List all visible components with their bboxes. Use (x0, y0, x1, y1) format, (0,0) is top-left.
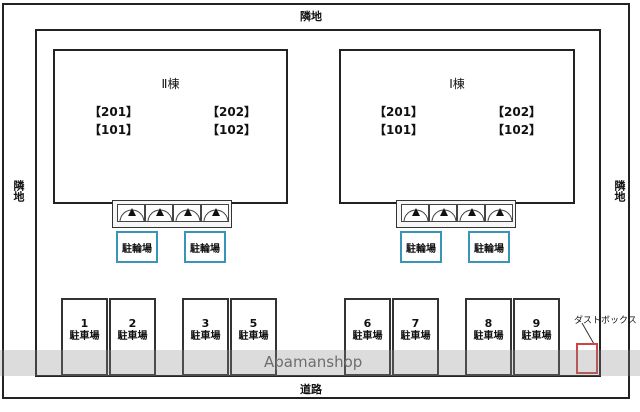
building-2-unit-202: 【202】 (207, 105, 257, 119)
parking-space-4: 5 駐車場 (230, 298, 277, 376)
building-1-unit-202: 【202】 (492, 105, 542, 119)
building-2-name: Ⅱ棟 (161, 77, 180, 91)
bicycle-slot-icon (117, 204, 145, 222)
watermark-band (0, 350, 640, 376)
parking-space-number: 2 (128, 317, 137, 330)
bike-slot-row (117, 204, 229, 222)
bicycle-rack-building-1 (396, 200, 516, 228)
dust-box-leader-line (581, 322, 595, 345)
neighbor-right-label: 隣地 (612, 180, 626, 206)
bicycle-slot-icon (429, 204, 457, 222)
dust-box (576, 343, 598, 374)
parking-space-9: 9 駐車場 (513, 298, 560, 376)
parking-space-label: 駐車場 (190, 331, 221, 342)
parking-space-number: 5 (249, 317, 258, 330)
watermark-logo: Apamanshop (264, 353, 363, 371)
bicycle-slot-icon (201, 204, 229, 222)
parking-space-label: 駐車場 (117, 331, 148, 342)
building-2-unit-201: 【201】 (89, 105, 139, 119)
bicycle-slot-icon (145, 204, 173, 222)
parking-space-1: 1 駐車場 (61, 298, 108, 376)
building-2-unit-101: 【101】 (89, 123, 139, 137)
bicycle-parking-2: 駐輪場 (184, 231, 226, 263)
parking-space-label: 駐車場 (400, 331, 431, 342)
parking-space-3: 3 駐車場 (182, 298, 229, 376)
parking-space-2: 2 駐車場 (109, 298, 156, 376)
building-1: Ⅰ棟 【201】 【202】 【101】 【102】 (339, 49, 575, 204)
neighbor-top-label: 隣地 (300, 10, 322, 23)
parking-space-7: 7 駐車場 (392, 298, 439, 376)
bicycle-slot-icon (457, 204, 485, 222)
parking-space-number: 8 (484, 317, 493, 330)
neighbor-left-text: 隣地 (12, 180, 25, 202)
building-1-unit-101: 【101】 (374, 123, 424, 137)
building-1-name: Ⅰ棟 (449, 77, 465, 91)
parking-space-number: 1 (80, 317, 89, 330)
bicycle-parking-1: 駐輪場 (116, 231, 158, 263)
parking-space-6: 6 駐車場 (344, 298, 391, 376)
neighbor-right-text: 隣地 (613, 180, 626, 202)
bicycle-slot-icon (401, 204, 429, 222)
parking-space-label: 駐車場 (238, 331, 269, 342)
building-2-unit-102: 【102】 (207, 123, 257, 137)
dust-box-label: ダストボックス (574, 316, 637, 326)
building-1-unit-102: 【102】 (492, 123, 542, 137)
parking-space-label: 駐車場 (521, 331, 552, 342)
bicycle-slot-icon (173, 204, 201, 222)
building-1-unit-201: 【201】 (374, 105, 424, 119)
bicycle-parking-3: 駐輪場 (400, 231, 442, 263)
road-label: 道路 (300, 383, 322, 396)
bike-slot-row (401, 204, 513, 222)
parking-space-number: 6 (363, 317, 372, 330)
parking-space-label: 駐車場 (69, 331, 100, 342)
parking-space-label: 駐車場 (473, 331, 504, 342)
parking-space-number: 3 (201, 317, 210, 330)
property-boundary (35, 29, 601, 377)
parking-space-label: 駐車場 (352, 331, 383, 342)
building-2: Ⅱ棟 【201】 【202】 【101】 【102】 (53, 49, 288, 204)
bicycle-rack-building-2 (112, 200, 232, 228)
parking-space-8: 8 駐車場 (465, 298, 512, 376)
neighbor-left-label: 隣地 (11, 180, 25, 206)
bicycle-parking-4: 駐輪場 (468, 231, 510, 263)
parking-space-number: 9 (532, 317, 541, 330)
site-boundary (2, 3, 630, 399)
bicycle-slot-icon (485, 204, 513, 222)
parking-space-number: 7 (411, 317, 420, 330)
